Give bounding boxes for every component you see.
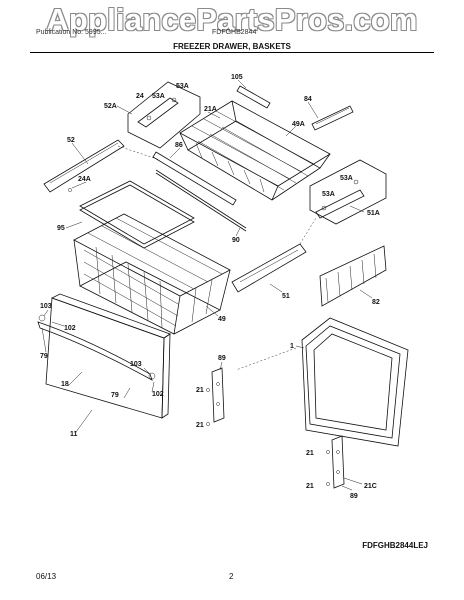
label-53a-4: 53A [322,191,335,198]
section-title: FREEZER DRAWER, BASKETS [173,42,291,51]
header-publication: Publication No. 5995... [36,29,107,36]
label-21a: 21A [204,106,217,113]
label-52: 52 [67,137,75,144]
part-1-gasket-frame [235,317,409,447]
part-89-bracket-upper [211,367,225,423]
label-49: 49 [218,316,226,323]
label-18: 18 [61,381,69,388]
label-24a: 24A [78,176,91,183]
part-105-trim-strip [236,85,271,109]
part-52-slide-left [43,139,161,193]
callout-52a-box [127,81,201,149]
part-89-bracket-lower [331,435,345,489]
label-24-1: 24 [136,93,144,100]
label-103-2: 103 [130,361,142,368]
screws [68,188,330,486]
label-53a-3: 53A [340,175,353,182]
footer-date: 06/13 [36,572,57,581]
label-21-2: 21 [196,422,204,429]
part-95-divider-panel [79,180,195,249]
label-102-1: 102 [64,325,76,332]
label-79-2: 79 [111,392,119,399]
label-90: 90 [232,237,240,244]
watermark: AppliancePartsPros.com [46,2,418,37]
label-84: 84 [304,96,312,103]
label-89-2: 89 [350,493,358,500]
part-86-strip [152,151,237,206]
callout-51a-box [309,159,387,225]
leader-lines [41,79,373,491]
part-11-drawer-front [37,293,171,419]
part-82-side-panel [319,245,387,307]
label-89-1: 89 [218,355,226,362]
label-1: 1 [290,343,294,350]
label-79-1: 79 [40,353,48,360]
label-82: 82 [372,299,380,306]
label-21-1: 21 [196,387,204,394]
header-rule [30,52,434,53]
label-49a: 49A [292,121,305,128]
label-51: 51 [282,293,290,300]
page-number: 2 [229,572,234,581]
label-21c: 21C [364,483,377,490]
part-49a-upper-basket [179,100,331,201]
label-11: 11 [70,431,78,438]
model-code: FDFGHB2844LEJ [362,541,428,550]
header-model: FDFGHB2844 [212,29,257,36]
label-52a: 52A [104,103,117,110]
part-84-slide-rail [311,105,354,131]
label-21-3: 21 [306,450,314,457]
label-21-4: 21 [306,483,314,490]
part-51-slide-rail [231,217,317,293]
label-86: 86 [175,142,183,149]
part-49-lower-basket [73,213,231,335]
label-51a: 51A [367,210,380,217]
label-95: 95 [57,225,65,232]
label-105: 105 [231,74,243,81]
label-103-1: 103 [40,303,52,310]
label-53a-2: 53A [152,93,165,100]
label-53a-1: 53A [176,83,189,90]
label-102-2: 102 [152,391,164,398]
part-90-rod [155,169,247,232]
